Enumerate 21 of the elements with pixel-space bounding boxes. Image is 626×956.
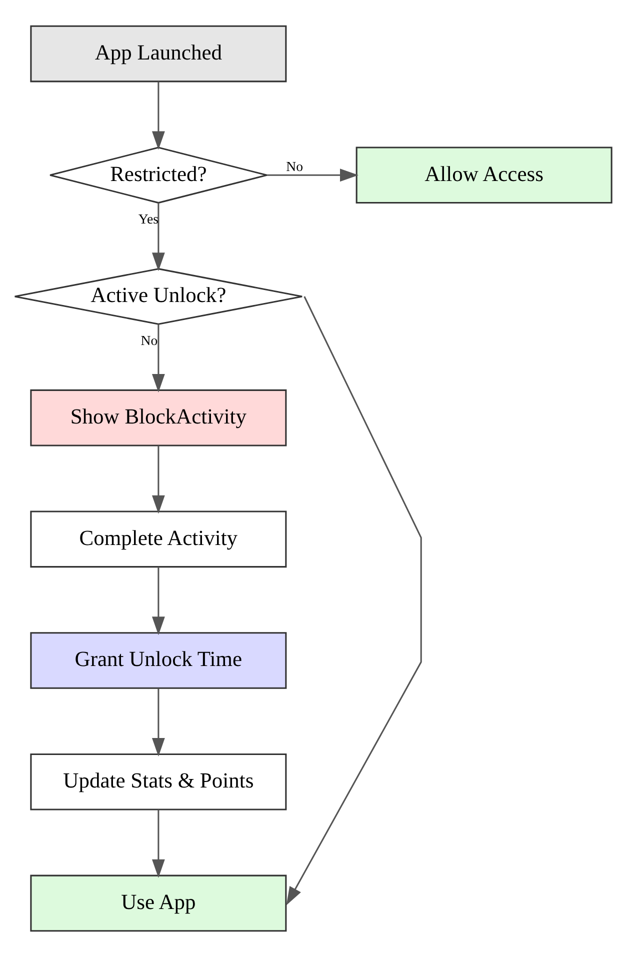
edge-label: No [140,332,158,348]
node-box: Complete Activity [30,510,287,568]
node-box: Use App [30,874,287,932]
edge-label: No [286,158,304,174]
node-box: App Launched [30,24,287,82]
node-box: Grant Unlock Time [30,632,287,688]
node-diamond: Restricted? [49,146,268,204]
arrow [152,81,165,150]
node-box: Allow Access [356,146,612,204]
arrow [152,566,165,635]
arrow [152,688,165,756]
node-diamond: Active Unlock? [14,268,303,324]
arrow [152,445,165,514]
edge-label: Yes [138,211,159,226]
arrow [152,324,165,392]
arrow [152,202,165,271]
node-box: Show BlockActivity [30,388,287,446]
arrow [152,809,165,878]
arrow [286,296,422,905]
node-box: Update Stats & Points [30,752,287,810]
arrow [266,168,358,182]
